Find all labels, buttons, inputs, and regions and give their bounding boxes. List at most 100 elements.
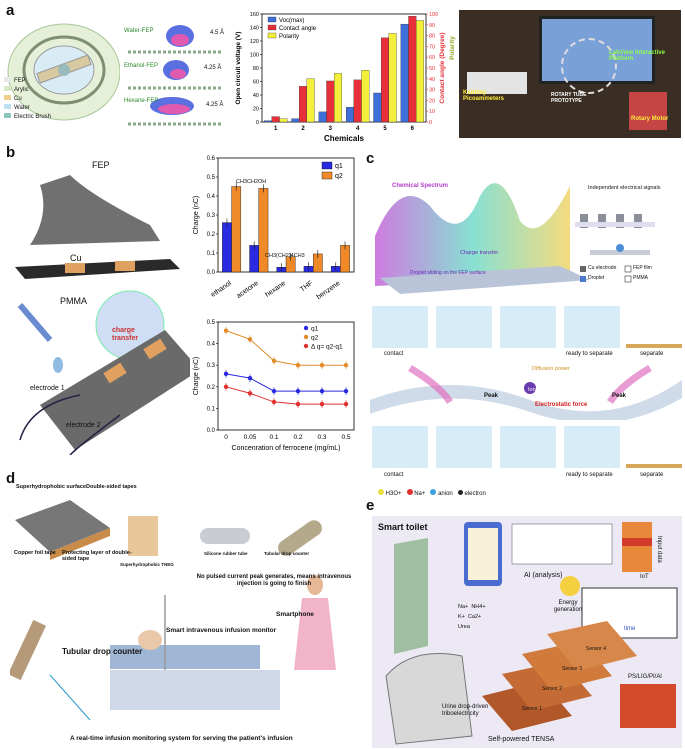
molecular-models xyxy=(128,25,223,126)
chart-a-frame xyxy=(261,13,427,123)
ethanol-fep-dist: 4.25 Å xyxy=(204,65,222,71)
electron-legend: electron xyxy=(464,491,486,497)
droplet-legend: Droplet xyxy=(588,275,605,281)
chart-a-bar-vocmax xyxy=(264,120,272,123)
ion-k: K+ xyxy=(458,614,465,620)
iot-label: IoT xyxy=(640,574,649,580)
chart-a-ytick2-label: 70 xyxy=(429,44,435,50)
ion-na: Na+ xyxy=(458,604,469,610)
chart-a-bar-contactangle xyxy=(271,116,280,123)
fep-film-legend: FEP film xyxy=(633,265,652,271)
sensor-4-label: Sensor 4 xyxy=(586,646,607,652)
droplet-sliding-label: Droplet sliding on the FEP surface xyxy=(410,270,486,276)
na-legend: Na+ xyxy=(414,491,426,497)
chart-b2-xtick-label: 0 xyxy=(224,434,228,441)
chart-a-bar-vocmax xyxy=(318,111,327,123)
chart-b2-ytick-label: 0.4 xyxy=(207,342,216,348)
contact-label-bottom: contact xyxy=(384,472,404,478)
chart-b2-legend-marker xyxy=(303,343,309,349)
chart-a-ytick-label: 100 xyxy=(250,53,259,59)
panel-letter-a: a xyxy=(6,2,15,19)
chart-b1-ytick-label: 0.6 xyxy=(207,156,216,162)
device-schematic xyxy=(7,23,120,121)
chart-b2-legend-label: q2 xyxy=(311,335,319,342)
sensor-1-label: Sensor 1 xyxy=(522,706,543,712)
chart-b1-bar-q1 xyxy=(222,222,232,273)
chart-a-bar-vocmax xyxy=(400,23,409,123)
labview-label: LabView Interactive Platform xyxy=(609,50,665,62)
chemical-spectrum-label: Chemical Spectrum xyxy=(392,183,449,189)
chart-a-ytick2-label: 90 xyxy=(429,23,435,29)
chart-a-ytick2-label: 100 xyxy=(429,12,438,18)
legend-water: Water xyxy=(14,105,30,111)
ion-urea: Urea xyxy=(458,624,470,630)
chart-a-ytick2-label: 40 xyxy=(429,77,435,83)
device-legend: FEP Arylic Cu Water Electric Brush xyxy=(4,77,51,122)
chart-a-bar-vocmax xyxy=(346,107,354,123)
chart-b2-xlabel: Concenration of ferrocene (mg/mL) xyxy=(232,445,341,452)
tubular-drop-counter-label: Tubular drop counter xyxy=(62,647,143,656)
chart-b2-legend-marker xyxy=(303,325,309,331)
chart-a-legend-label: Contact angle xyxy=(279,26,317,32)
self-powered-tensa-label: Self-powered TENSA xyxy=(488,736,555,743)
chart-a-bar-polarity xyxy=(361,70,370,123)
pmma-legend: PMMA xyxy=(633,275,648,281)
rotary-tube-label: ROTARY TUBE PROTOTYPE xyxy=(551,92,587,104)
panel-letter-e: e xyxy=(366,497,375,514)
chart-b1-bar-q2 xyxy=(231,186,242,273)
copper-foil-tape-label: Copper foil tape xyxy=(14,550,56,556)
chart-a-bar-contactangle xyxy=(353,79,362,123)
charge-transfer-label: charge transfer xyxy=(112,327,139,342)
chart-a-xtick-label: 6 xyxy=(411,126,415,132)
h3o-legend: H3O+ xyxy=(385,491,402,497)
ion-list: Na+ NH4+ K+ Ca2+ Urea xyxy=(458,602,486,632)
diffusion-power-label: Diffusion power xyxy=(532,366,570,372)
chart-a-ytick2-label: 0 xyxy=(429,120,432,126)
diffusion-diagram xyxy=(370,364,682,420)
rotary-motor-label: Rotary Motor xyxy=(631,116,669,122)
chart-b1-legend-swatch xyxy=(321,171,333,180)
chart-a-ylabel: Open circuit voltage (V) xyxy=(235,32,242,105)
chart-b2-line-1 xyxy=(225,330,346,366)
chart-b2-xtick-label: 0.3 xyxy=(317,434,326,441)
chart-a-ylabel2: Contact angle (Degree) xyxy=(439,32,446,103)
chart-a-bar-polarity xyxy=(279,118,288,123)
legend-arylic: Arylic xyxy=(14,87,29,93)
keithley-label: Keithley Picoammeters xyxy=(463,90,505,102)
silicone-rubber-tube-label: Silicone rubber tube xyxy=(204,551,248,556)
peak-right-label: Peak xyxy=(612,393,627,399)
electrostatic-force-label: Electrostatic force xyxy=(535,402,588,408)
chart-b2-ytick-label: 0.2 xyxy=(207,385,216,391)
water-fep-model xyxy=(128,25,223,54)
superhydrophobic-tneg-label: Superhydrophobic TNEG xyxy=(120,562,174,567)
chart-a-ylabel3: Polarity xyxy=(449,36,456,60)
experimental-setup-photo: Keithley Picoammeters LabView Interactiv… xyxy=(459,10,681,138)
chart-b1-xtick-label: acetone xyxy=(236,280,261,300)
chart-a-bar-vocmax xyxy=(291,118,300,123)
ion-legend: H3O+ Na+ anion electron xyxy=(378,489,486,497)
smart-infusion-monitor-label: Smart intravenous infusion monitor xyxy=(166,627,277,634)
tubular-drop-counter-small-label: Tubular drop counter xyxy=(264,551,310,556)
chart-a-xtick-label: 5 xyxy=(383,126,387,132)
chart-a-xlabel: Chemicals xyxy=(324,134,365,143)
chart-b1-bar-q2 xyxy=(258,188,269,273)
separate-label-top: separate xyxy=(640,351,664,357)
electrode-2-label: electrode 2 xyxy=(66,422,101,429)
fep-label: FEP xyxy=(92,160,110,170)
chart-b1-legend-label: q2 xyxy=(335,173,343,180)
panel-letter-b: b xyxy=(6,144,16,161)
cu-label: Cu xyxy=(70,253,82,263)
separate-label-bottom: separate xyxy=(640,472,664,478)
legend-cu: Cu xyxy=(14,96,22,102)
chart-a-xtick-label: 2 xyxy=(301,126,305,132)
chart-b1-ytick-label: 0.2 xyxy=(207,232,216,238)
chart-a-ytick2-label: 50 xyxy=(429,66,435,72)
chart-a-bar-contactangle xyxy=(299,86,307,123)
chart-b2-ylabel: Charge (nC) xyxy=(193,357,200,396)
legend-electric-brush: Electric Brush xyxy=(14,114,52,120)
chart-b1-ytick-label: 0.4 xyxy=(207,194,216,200)
chart-b2-legend-label: q1 xyxy=(311,326,319,333)
chart-b2-line-2 xyxy=(225,386,346,405)
